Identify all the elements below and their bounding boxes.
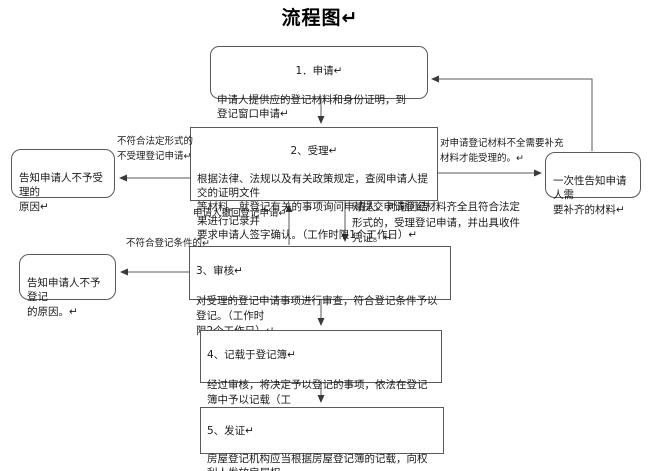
- edge-label-incomplete-materials: 对申请登记材料不全需要补充 材料才能受理的。↵: [440, 138, 564, 164]
- node-accept-title: 2、受理↵: [290, 145, 338, 157]
- node-review-title: 3、审核↵: [196, 265, 243, 277]
- node-accept-body: 根据法律、法规以及有关政策规定，查阅申请人提交的证明文件 等材料。就登记有关的事…: [197, 173, 428, 255]
- node-issue-body: 房屋登记机构应当根据房屋登记簿的记载，向权利人发放房屋权 属证书或证明。（工作时…: [207, 453, 428, 471]
- node-notify-no-register-text: 告知申请人不予登记 的原因。↵: [27, 276, 101, 318]
- node-record-title: 4、记载于登记簿↵: [207, 349, 296, 361]
- page-title: 流程图↵: [281, 7, 359, 29]
- edge-label-not-register-condition: 不符合登记条件的↵: [126, 238, 210, 249]
- node-apply-title: 1．申请↵: [295, 64, 343, 77]
- node-review: 3、审核↵ 对受理的登记申请事项进行审查，符合登记条件予以登记。（工作时 限2个…: [189, 246, 451, 337]
- arrow-supplement-back-to-apply: [431, 75, 593, 151]
- node-issue: 5、发证↵ 房屋登记机构应当根据房屋登记簿的记载，向权利人发放房屋权 属证书或证…: [200, 407, 444, 471]
- edge-label-not-legal-form: 不符合法定形式的 不受理登记申请↵: [117, 136, 194, 162]
- edge-label-withdraw: 申请人撤回登记申请↵: [193, 208, 287, 219]
- node-notify-supplement: 一次性告知申请人需 要补齐的材料↵: [545, 152, 641, 216]
- node-notify-no-register: 告知申请人不予登记 的原因。↵: [19, 254, 116, 318]
- node-apply: 1．申请↵ 申请人提供应的登记材料和身份证明，到 登记窗口申请↵: [210, 46, 428, 120]
- node-notify-no-accept: 告知申请人不予受理的 原因↵: [11, 149, 115, 213]
- edge-label-complete-accept: 对提交申请登记材料齐全且符合法定 形式的，受理登记申请，并出具收件 凭证。↵: [352, 201, 520, 244]
- node-apply-body: 申请人提供应的登记材料和身份证明，到 登记窗口申请↵: [217, 93, 406, 121]
- node-record: 4、记载于登记簿↵ 经过审核，将决定予以登记的事项，依法在登记簿中予以记载（工 …: [200, 330, 442, 421]
- node-accept: 2、受理↵ 根据法律、法规以及有关政策规定，查阅申请人提交的证明文件 等材料。就…: [190, 127, 438, 255]
- node-notify-supplement-text: 一次性告知申请人需 要补齐的材料↵: [553, 174, 627, 216]
- node-notify-no-accept-text: 告知申请人不予受理的 原因↵: [19, 171, 103, 213]
- node-issue-title: 5、发证↵: [207, 425, 254, 437]
